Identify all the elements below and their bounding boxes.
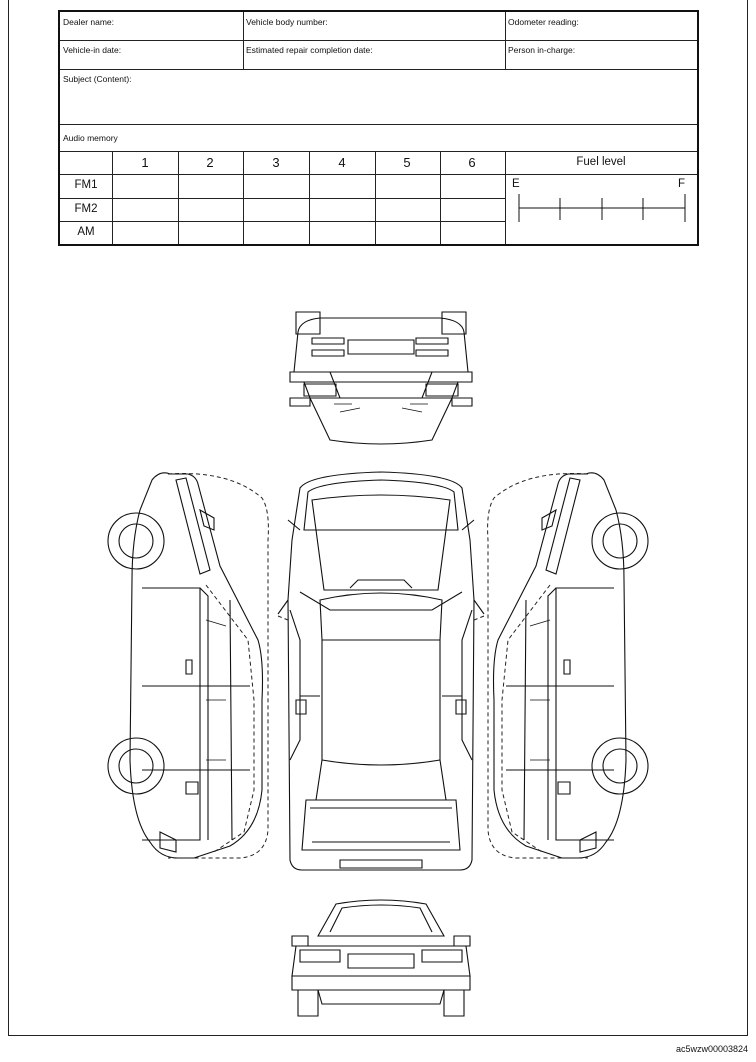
preset-3-header: 3 <box>272 155 280 170</box>
right-side-view[interactable] <box>487 472 649 859</box>
vehicle-in-date-field[interactable]: Vehicle-in date: <box>60 40 243 69</box>
front-view[interactable] <box>291 899 471 1017</box>
dealer-name-field[interactable]: Dealer name: <box>60 12 243 40</box>
preset-4-header: 4 <box>338 155 346 170</box>
preset-2-header: 2 <box>206 155 214 170</box>
fuel-full-label: F <box>678 178 686 190</box>
preset-1-header: 1 <box>141 155 149 170</box>
dealer-name-label: Dealer name: <box>63 17 115 27</box>
left-side-view[interactable] <box>107 472 269 859</box>
preset-6-header: 6 <box>468 155 476 170</box>
fuel-level-heading: Fuel level <box>576 156 626 168</box>
figure-code: ac5wzw00003824 <box>675 1044 748 1054</box>
subject-field[interactable]: Subject (Content): <box>60 69 697 124</box>
row-label-fm2: FM2 <box>74 203 98 215</box>
audio-memory-label: Audio memory <box>63 133 118 143</box>
top-view[interactable] <box>277 471 485 871</box>
estimated-completion-field[interactable]: Estimated repair completion date: <box>243 40 505 69</box>
odometer-reading-field[interactable]: Odometer reading: <box>505 12 697 40</box>
row-label-fm1: FM1 <box>74 179 98 191</box>
rear-view[interactable] <box>289 311 473 445</box>
fuel-empty-label: E <box>512 178 520 190</box>
page-frame <box>8 0 748 1036</box>
fuel-gauge-scale[interactable] <box>505 174 697 244</box>
person-in-charge-field[interactable]: Person in-charge: <box>505 40 697 69</box>
repair-order-form: Dealer name: Vehicle body number: Odomet… <box>58 10 699 246</box>
preset-5-header: 5 <box>403 155 411 170</box>
person-in-charge-label: Person in-charge: <box>508 45 576 55</box>
audio-memory-heading: Audio memory <box>60 124 697 151</box>
vehicle-damage-diagram <box>107 311 649 1017</box>
row-label-am: AM <box>77 226 95 238</box>
vehicle-in-date-label: Vehicle-in date: <box>63 45 122 55</box>
vehicle-body-number-label: Vehicle body number: <box>246 17 328 27</box>
estimated-completion-label: Estimated repair completion date: <box>246 45 373 55</box>
subject-label: Subject (Content): <box>63 74 132 84</box>
vehicle-body-number-field[interactable]: Vehicle body number: <box>243 12 505 40</box>
odometer-reading-label: Odometer reading: <box>508 17 579 27</box>
